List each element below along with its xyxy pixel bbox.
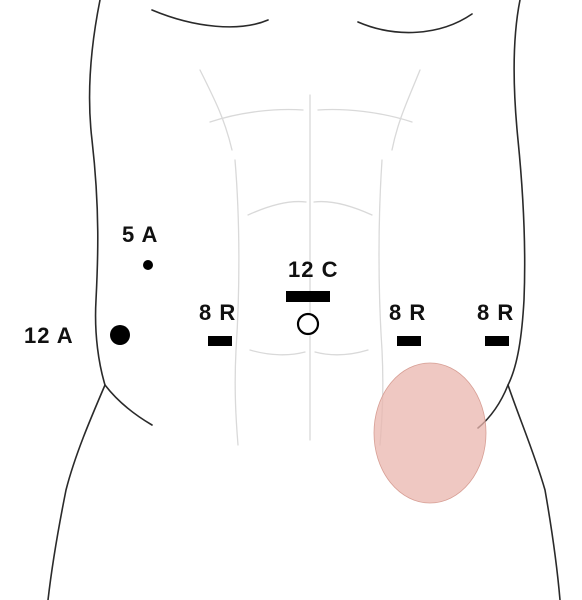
lower-abs-left (250, 350, 305, 355)
port-5a-label: 5 A (122, 222, 158, 247)
port-8r-right-label: 8 R (477, 300, 514, 325)
lower-abs-right (315, 350, 368, 355)
mid-abs-left (248, 202, 306, 215)
right-torso-contour (508, 0, 560, 600)
upper-abs-left (210, 110, 303, 123)
port-8r-right-bar-icon (485, 336, 509, 346)
rib-line-left (200, 70, 232, 150)
right-chest-line (358, 14, 472, 32)
port-8r-left-label: 8 R (199, 300, 236, 325)
port-5a-dot-icon (143, 260, 153, 270)
target-area-oval (374, 363, 486, 503)
port-8r-left-bar-icon (208, 336, 232, 346)
camera-port-circle-icon (298, 314, 318, 334)
port-12c-label: 12 C (288, 257, 338, 282)
rib-line-right (392, 70, 420, 150)
left-waist-curve (105, 385, 152, 425)
port-12c-bar-icon (286, 291, 330, 302)
mid-abs-right (314, 202, 372, 215)
left-torso-contour (48, 0, 105, 600)
port-8r-mid-bar-icon (397, 336, 421, 346)
port-12a-label: 12 A (24, 323, 74, 348)
upper-abs-right (318, 110, 412, 123)
left-chest-line (152, 10, 268, 27)
port-12a-dot-icon (110, 325, 130, 345)
port-8r-mid-label: 8 R (389, 300, 426, 325)
